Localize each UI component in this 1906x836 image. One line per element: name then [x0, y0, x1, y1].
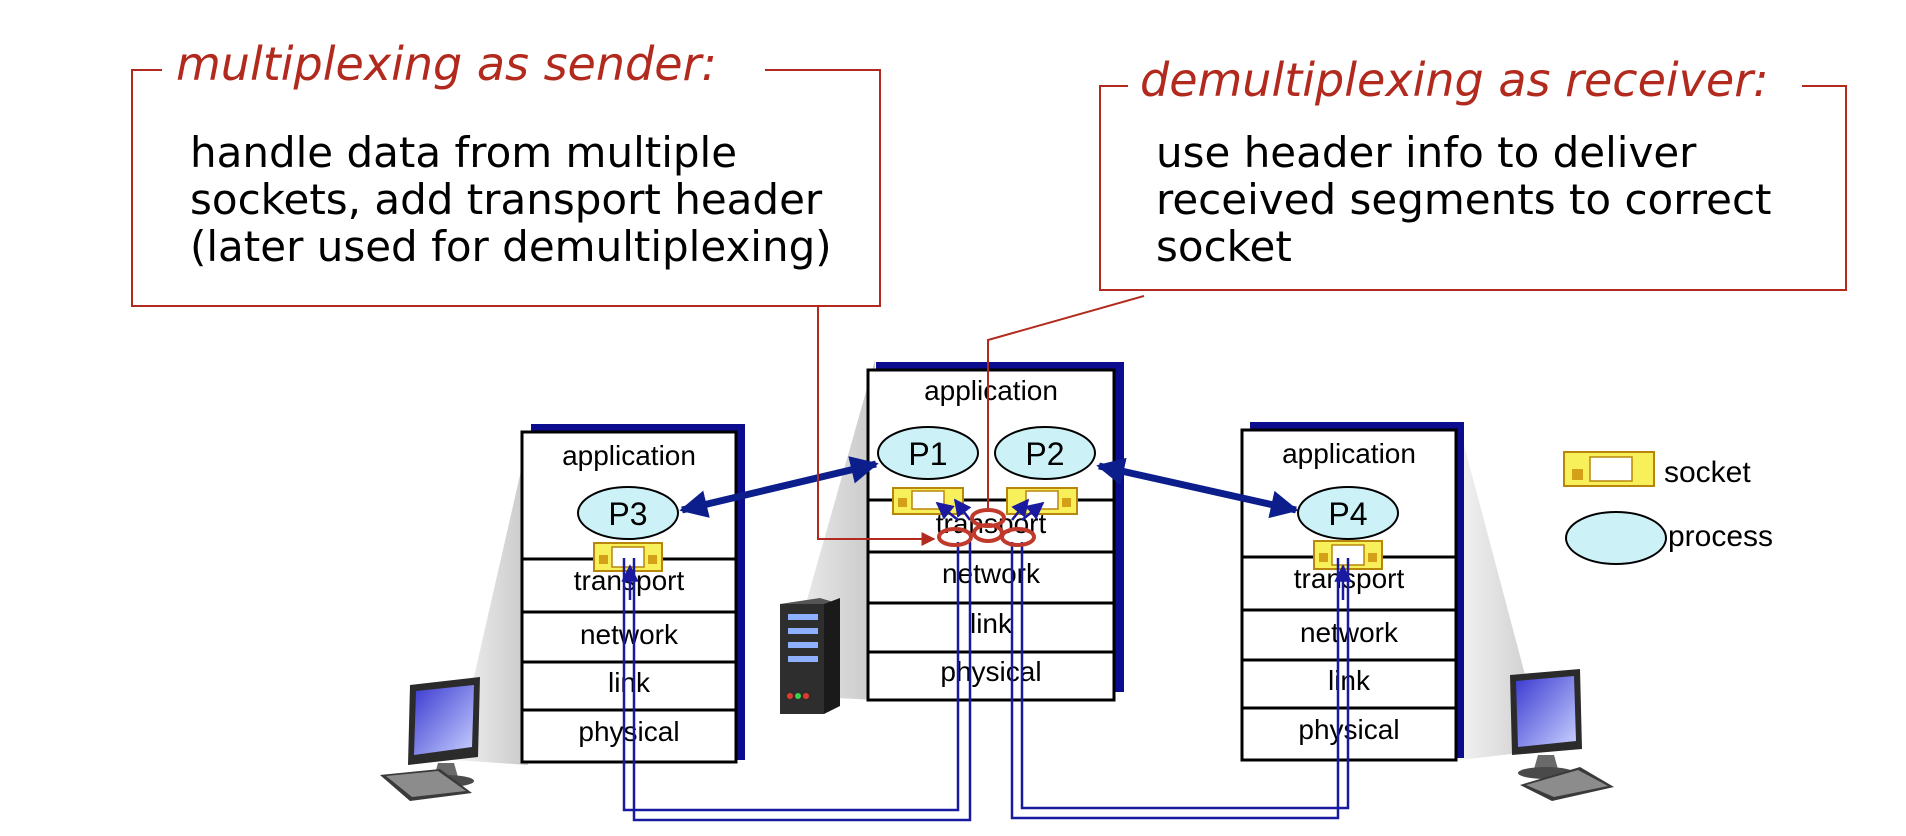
receiver-callout-title: demultiplexing as receiver: — [1140, 53, 1769, 107]
socket-left — [593, 542, 663, 572]
data-path-wires — [622, 542, 1350, 822]
process-p3: P3 — [577, 486, 679, 540]
sender-callout: multiplexing as sender: handle data from… — [131, 37, 881, 307]
legend-socket-icon — [1563, 451, 1655, 487]
receiver-callout-line-1: use header info to deliver — [1156, 128, 1697, 177]
receiver-leader-line — [987, 295, 1145, 508]
left-layer-application: application — [562, 440, 696, 471]
sender-callout-line-3: (later used for demultiplexing) — [190, 222, 832, 271]
process-p1-label: P1 — [908, 436, 947, 472]
center-stack-frame — [866, 368, 1116, 702]
center-protocol-stack: application transport network link physi… — [866, 362, 1124, 702]
right-layer-network: network — [1300, 617, 1399, 648]
sender-leader-line — [817, 306, 936, 546]
p1-p3-arrow — [679, 456, 879, 518]
legend-process-icon — [1565, 511, 1667, 565]
left-layer-physical: physical — [578, 716, 679, 747]
process-p2: P2 — [994, 426, 1096, 480]
receiver-callout: demultiplexing as receiver: use header i… — [1099, 53, 1847, 291]
laptop-computer-icon — [380, 677, 480, 801]
mux-highlights — [937, 508, 1036, 547]
sender-callout-line-1: handle data from multiple — [190, 128, 737, 177]
p2-p4-arrow — [1096, 457, 1299, 519]
center-layer-link: link — [970, 608, 1013, 639]
process-p1: P1 — [877, 426, 979, 480]
left-layer-link: link — [608, 667, 651, 698]
sender-callout-title: multiplexing as sender: — [176, 37, 717, 91]
process-p4: P4 — [1297, 486, 1399, 540]
process-p2-label: P2 — [1025, 436, 1064, 472]
sender-callout-border — [131, 69, 881, 307]
socket-center-p2 — [1006, 487, 1078, 515]
receiver-callout-line-3: socket — [1156, 222, 1292, 271]
process-p4-label: P4 — [1328, 496, 1367, 532]
left-layer-network: network — [580, 619, 679, 650]
sender-callout-line-2: sockets, add transport header — [190, 175, 823, 224]
legend: socket process — [1563, 451, 1773, 565]
center-layer-physical: physical — [940, 656, 1041, 687]
receiver-callout-border — [1099, 85, 1847, 291]
laptop-computer-icon — [1510, 669, 1614, 801]
process-p3-label: P3 — [608, 496, 647, 532]
right-layer-link: link — [1328, 665, 1371, 696]
center-layer-application: application — [924, 375, 1058, 406]
right-protocol-stack: application transport network link physi… — [1240, 422, 1464, 762]
right-layer-application: application — [1282, 438, 1416, 469]
demux-arrows — [621, 498, 1352, 600]
server-tower-icon — [780, 598, 840, 714]
legend-process-label: process — [1668, 520, 1773, 553]
receiver-callout-line-2: received segments to correct — [1156, 175, 1772, 224]
legend-socket-label: socket — [1664, 456, 1751, 489]
socket-center-p1 — [892, 487, 964, 515]
